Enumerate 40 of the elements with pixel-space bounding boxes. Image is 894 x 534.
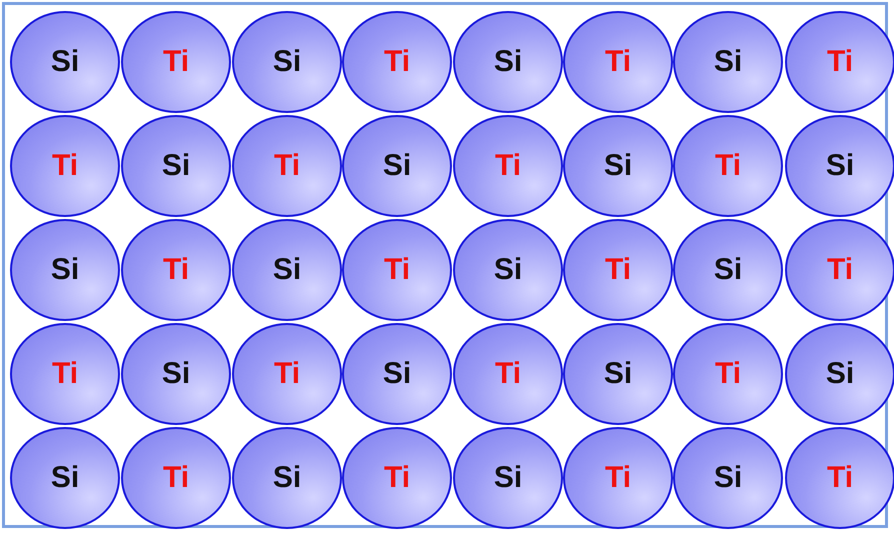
element-symbol: Ti: [162, 45, 190, 79]
element-symbol: Si: [494, 45, 522, 79]
element-symbol: Ti: [384, 253, 410, 287]
element-symbol: Ti: [826, 461, 854, 495]
element-symbol: Ti: [384, 461, 410, 495]
element-symbol: Ti: [52, 357, 78, 391]
element-symbol: Si: [382, 357, 412, 391]
element-symbol: Si: [494, 253, 522, 287]
element-symbol: Ti: [274, 149, 300, 183]
element-symbol: Ti: [714, 149, 742, 183]
element-symbol: Ti: [604, 461, 632, 495]
element-symbol: Si: [714, 253, 742, 287]
element-symbol: Ti: [162, 253, 190, 287]
element-symbol: Si: [604, 149, 632, 183]
element-symbol: Si: [272, 253, 302, 287]
element-symbol: Ti: [826, 45, 854, 79]
element-symbol: Si: [50, 253, 80, 287]
element-symbol: Si: [826, 357, 854, 391]
element-symbol: Ti: [826, 253, 854, 287]
element-symbol: Ti: [494, 357, 522, 391]
element-symbol: Ti: [162, 461, 190, 495]
element-symbol: Ti: [384, 45, 410, 79]
element-symbol: Si: [50, 461, 80, 495]
element-symbol: Si: [494, 461, 522, 495]
element-symbol: Ti: [52, 149, 78, 183]
element-symbol: Si: [272, 461, 302, 495]
element-symbol: Ti: [494, 149, 522, 183]
element-symbol: Si: [162, 149, 190, 183]
element-symbol: Ti: [604, 253, 632, 287]
element-symbol: Ti: [274, 357, 300, 391]
element-symbol: Si: [826, 149, 854, 183]
element-symbol: Si: [272, 45, 302, 79]
element-symbol: Si: [604, 357, 632, 391]
element-symbol: Ti: [714, 357, 742, 391]
element-symbol: Si: [382, 149, 412, 183]
element-symbol: Si: [162, 357, 190, 391]
element-symbol: Si: [714, 45, 742, 79]
element-symbol: Ti: [604, 45, 632, 79]
element-symbol: Si: [714, 461, 742, 495]
element-symbol: Si: [50, 45, 80, 79]
